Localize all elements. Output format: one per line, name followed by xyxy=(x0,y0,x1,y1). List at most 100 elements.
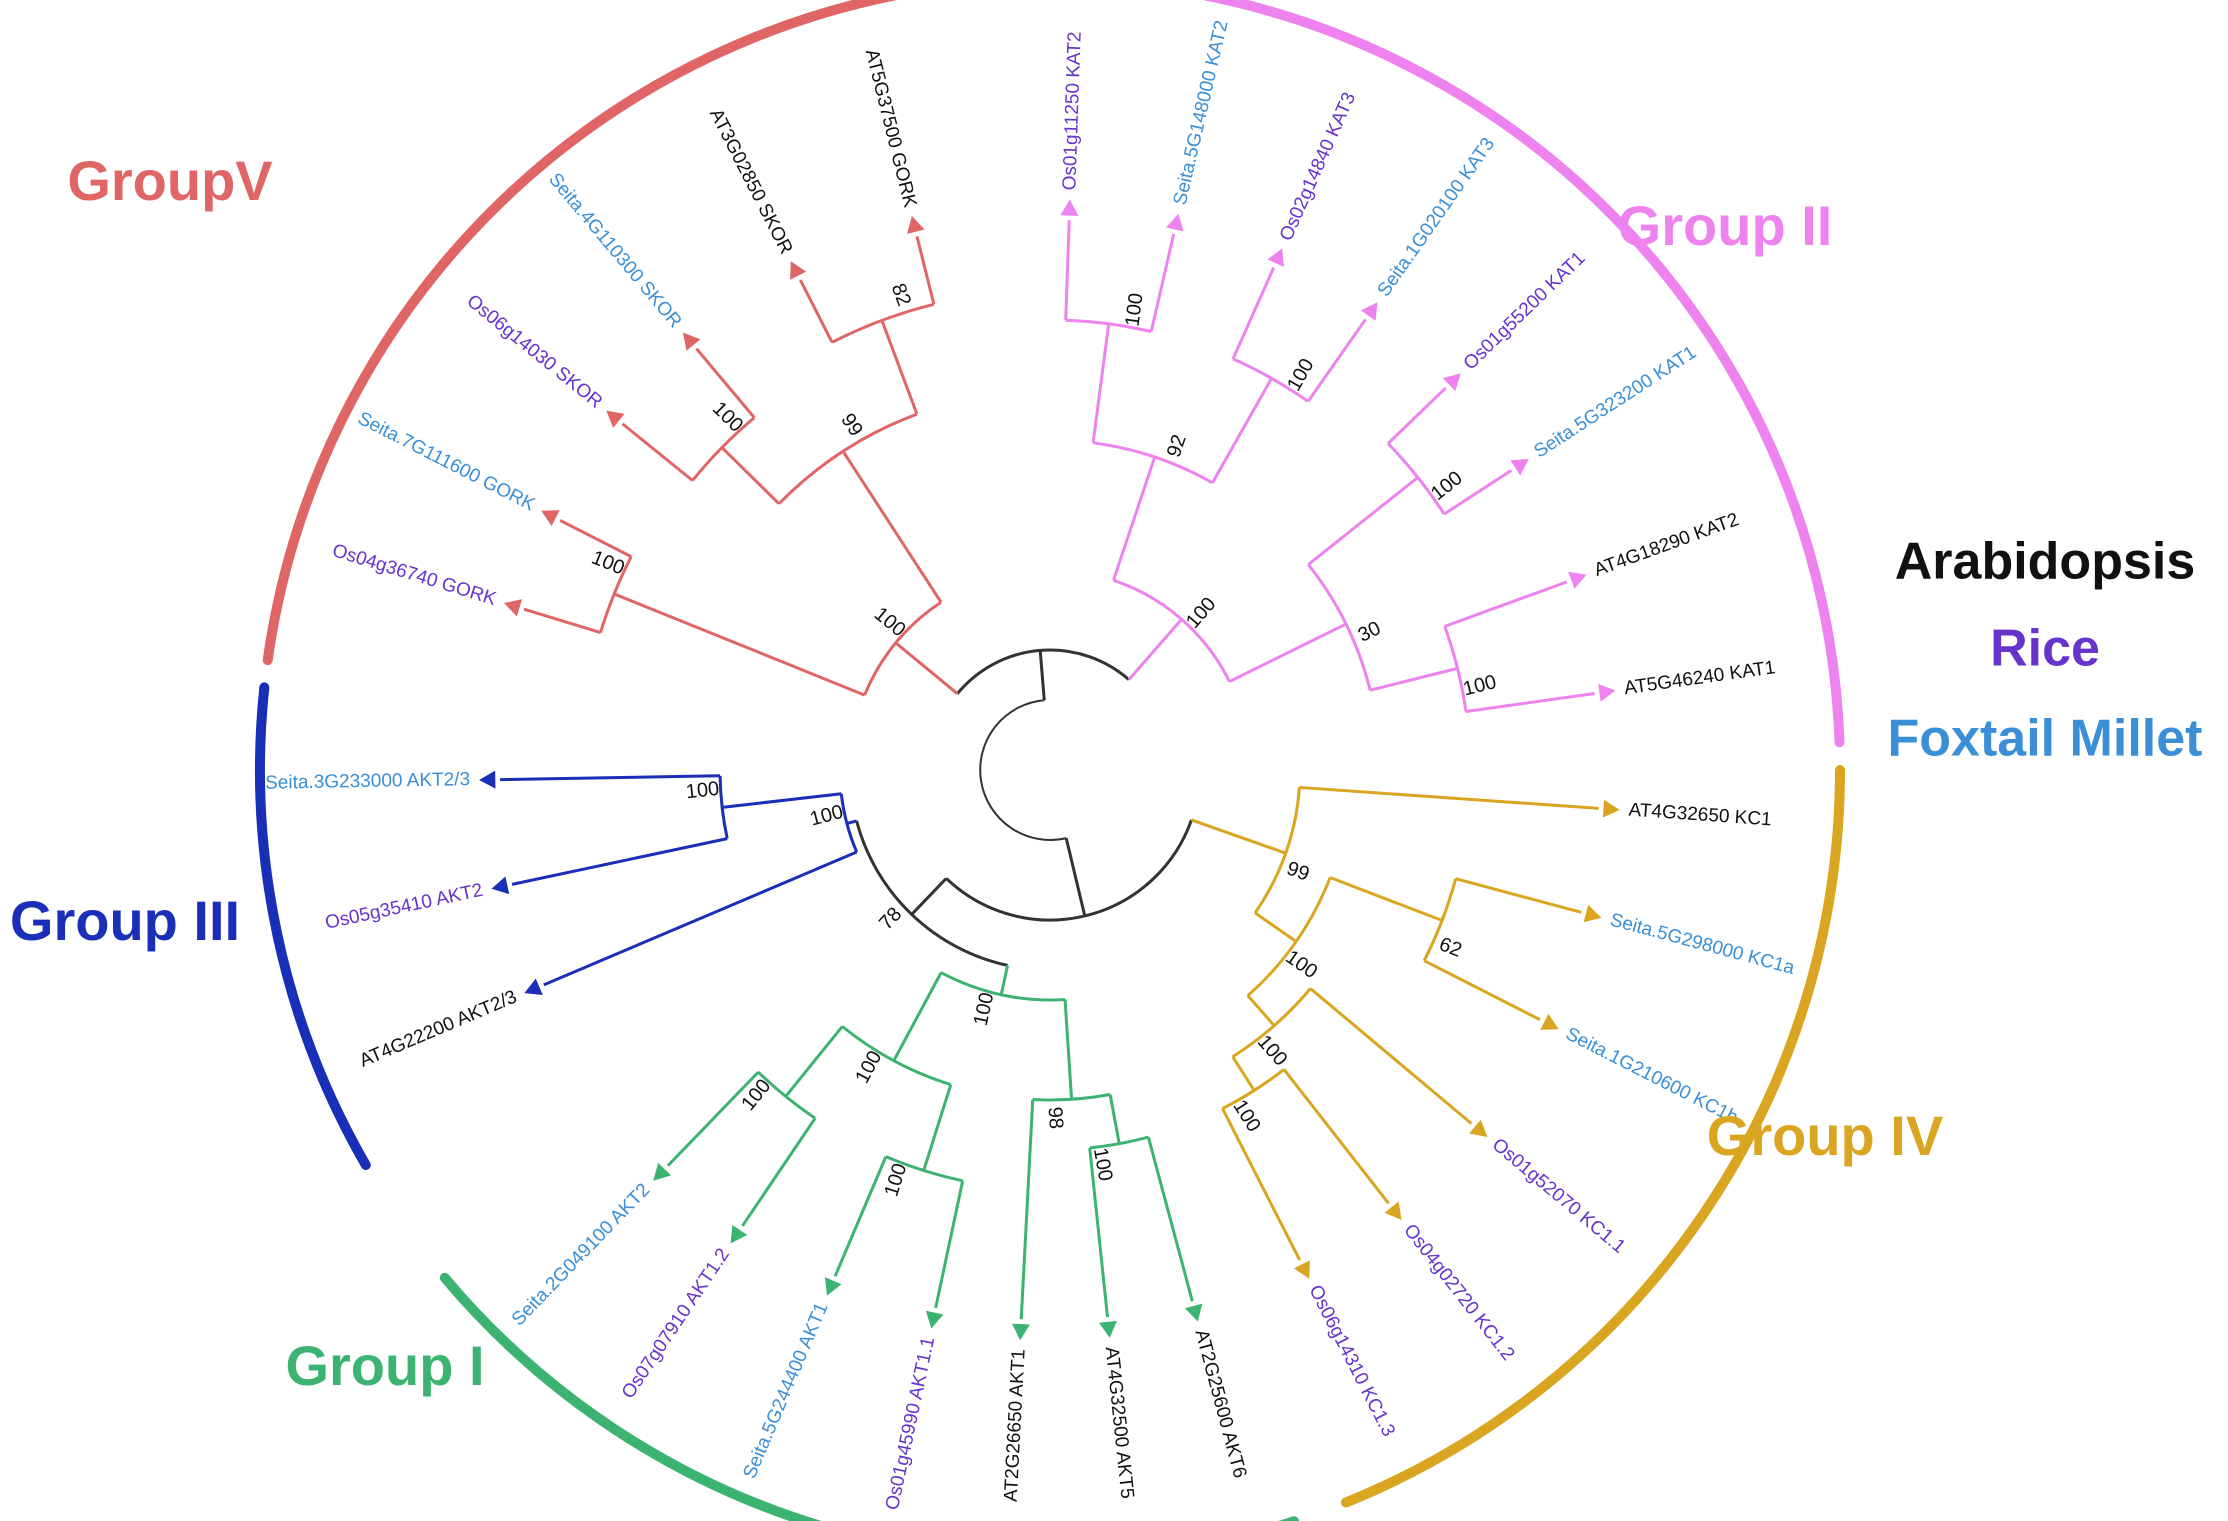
branch-arc xyxy=(757,1071,816,1120)
branch-segment xyxy=(1246,994,1276,1027)
branch-segment xyxy=(1112,456,1157,581)
leaf-triangle-marker xyxy=(1602,799,1620,818)
branch-arc xyxy=(885,1155,964,1183)
branch-arc xyxy=(718,775,729,839)
legend-item-arabidopsis: Arabidopsis xyxy=(1895,533,2196,591)
branch-segment xyxy=(1307,476,1419,566)
branch-segment xyxy=(1387,386,1447,445)
branch-segment xyxy=(1329,876,1443,922)
branch-arc xyxy=(1065,318,1152,333)
group-label-g2: Group II xyxy=(1618,194,1833,257)
branch-segment xyxy=(1211,377,1273,484)
group-label-g3: Group III xyxy=(10,889,240,952)
leaf-label: AT5G46240 KAT1 xyxy=(1623,657,1777,699)
leaf-label: AT4G22200 AKT2/3 xyxy=(357,987,520,1072)
group-arc-g2 xyxy=(1202,0,1845,748)
branch-segment xyxy=(721,792,842,809)
branch-arc xyxy=(777,412,918,505)
branch-segment xyxy=(1149,233,1176,332)
branch-segment xyxy=(894,641,959,695)
leaf-label: AT2G25600 AKT6 xyxy=(1190,1327,1250,1480)
branch-segment xyxy=(1108,1094,1121,1144)
leaf-label: Os01g52070 KC1.1 xyxy=(1488,1134,1629,1257)
leaf-label: Os05g35410 AKT2 xyxy=(323,880,484,934)
leaf-triangle-marker xyxy=(491,876,510,895)
branch-segment xyxy=(1282,1068,1390,1205)
bootstrap-label: 100 xyxy=(970,990,999,1027)
bootstrap-label: 100 xyxy=(880,1161,911,1199)
branch-segment xyxy=(1254,911,1297,943)
bootstrap-label: 99 xyxy=(1284,858,1312,886)
group-arc-g5 xyxy=(262,0,898,666)
leaf-label: Seita.3G233000 AKT2/3 xyxy=(265,769,470,794)
branch-segment xyxy=(559,518,632,558)
branch-arc xyxy=(1092,441,1214,485)
branch-segment xyxy=(1369,666,1458,692)
branch-arc xyxy=(1032,1093,1111,1102)
leaf-triangle-marker xyxy=(1267,248,1284,267)
leaf-label: Seita.4G110300 SKOR xyxy=(544,169,685,332)
branch-segment xyxy=(1231,266,1276,360)
branch-segment xyxy=(500,774,721,782)
branch-segment xyxy=(1306,318,1367,403)
bootstrap-label: 99 xyxy=(836,410,867,441)
leaf-triangle-marker xyxy=(925,1310,944,1329)
branch-segment xyxy=(1228,622,1347,683)
leaf-label: AT5G37500 GORK xyxy=(861,47,921,210)
leaf-label: Seita.5G323200 KAT1 xyxy=(1530,342,1700,462)
branch-arc xyxy=(855,820,1008,967)
branch-segment xyxy=(1455,877,1582,914)
branch-segment xyxy=(1423,959,1541,1022)
branch-arc xyxy=(1113,578,1231,683)
branch-segment xyxy=(1091,323,1111,444)
branch-segment xyxy=(1019,1099,1035,1320)
branch-segment xyxy=(833,1156,888,1277)
bootstrap-label: 98 xyxy=(1044,1106,1067,1130)
leaf-label: Seita.7G111600 GORK xyxy=(354,408,538,516)
branch-segment xyxy=(880,319,919,415)
branch-segment xyxy=(841,450,943,604)
branch-arc xyxy=(599,555,633,634)
branch-segment xyxy=(1038,650,1046,701)
branch-segment xyxy=(543,850,858,987)
leaf-triangle-marker xyxy=(541,510,560,527)
leaf-triangle-marker xyxy=(1598,683,1616,702)
leaf-label: Os02g14840 KAT3 xyxy=(1276,89,1360,244)
leaf-triangle-marker xyxy=(1166,213,1184,232)
group-arcs xyxy=(255,0,1845,1521)
branch-segment xyxy=(523,607,601,635)
branch-segment xyxy=(1221,1107,1302,1261)
group-arc-g1 xyxy=(439,1272,1300,1521)
bootstrap-label: 100 xyxy=(1121,292,1147,328)
leaf-triangle-marker xyxy=(824,1277,842,1296)
branch-arc xyxy=(691,416,756,482)
leaf-label: Os01g55200 KAT1 xyxy=(1460,248,1590,374)
branch-segment xyxy=(798,279,834,343)
branch-segment xyxy=(915,235,936,305)
branch-segment xyxy=(922,1084,953,1172)
bootstrap-label: 82 xyxy=(887,281,915,310)
branch-segment xyxy=(1231,1055,1256,1092)
branch-segment xyxy=(666,1071,760,1167)
leaf-label: Os07g07910 AKT1.2 xyxy=(618,1245,734,1403)
leaf-label: AT4G32650 KC1 xyxy=(1628,800,1772,831)
branch-arc xyxy=(1307,563,1372,691)
leaf-label: Seita.5G148000 KAT2 xyxy=(1170,18,1233,207)
branch-segment xyxy=(1443,469,1513,516)
leaf-label: Os06g14310 KC1.3 xyxy=(1304,1282,1398,1440)
branch-arc xyxy=(831,302,935,344)
branch-arc xyxy=(1231,987,1312,1059)
leaf-markers xyxy=(479,199,1620,1341)
branch-segment xyxy=(1064,220,1071,321)
leaf-label: Os06g14030 SKOR xyxy=(462,291,606,413)
bootstrap-label: 78 xyxy=(875,903,906,934)
leaf-triangle-marker xyxy=(1442,373,1461,392)
leaf-label: Os04g36740 GORK xyxy=(330,540,499,610)
leaf-triangle-marker xyxy=(1510,459,1529,476)
branch-segment xyxy=(613,592,866,697)
leaf-triangle-marker xyxy=(606,410,625,428)
leaf-triangle-marker xyxy=(1384,1201,1402,1220)
